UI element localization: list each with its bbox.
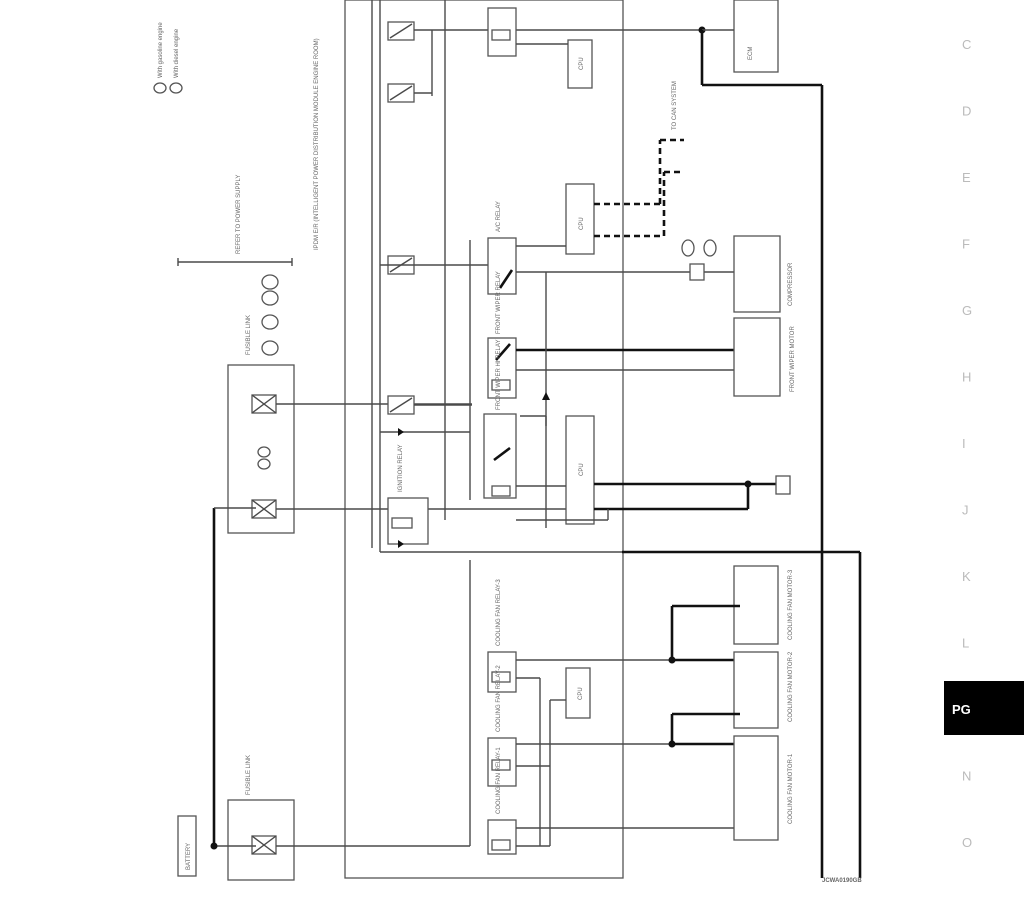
cpu-box-middle [565, 415, 595, 525]
cooling-fan-relays: COOLING FAN RELAY-3 COOLING FAN RELAY-2 … [487, 579, 517, 855]
nav-item-j[interactable]: J [962, 503, 969, 518]
svg-text:CPU: CPU [579, 463, 585, 476]
ignition-relay: IGNITION RELAY [387, 444, 429, 545]
wiper-relay-label: FRONT WIPER RELAY [496, 271, 502, 334]
ac-relay-label: A/C RELAY [496, 201, 502, 232]
nav-item-c[interactable]: C [962, 37, 971, 52]
nav-item-e[interactable]: E [962, 170, 971, 185]
cooling-fan-motor-1-label: COOLING FAN MOTOR-1 [788, 753, 794, 824]
battery: BATTERY [177, 815, 197, 877]
cooling-fan-motors: COOLING FAN MOTOR-3 COOLING FAN MOTOR-2 … [733, 565, 794, 841]
cpu-box-bottom [565, 667, 591, 719]
nav-item-f[interactable]: F [962, 237, 970, 252]
fusible-link-lower-label: FUSIBLE LINK [246, 755, 252, 795]
fusible-link-upper: FUSIBLE LINK [227, 274, 295, 534]
nav-active-background [944, 681, 1024, 735]
cooling-fan-motor-3-label: COOLING FAN MOTOR-3 [788, 569, 794, 640]
front-wiper-relays: FRONT WIPER RELAY FRONT WIPER HI RELAY [483, 271, 517, 499]
compressor-label: COMPRESSOR [788, 262, 794, 306]
to-can-label: TO CAN SYSTEM [672, 81, 678, 130]
legend-item-2: With diesel engine [174, 28, 180, 78]
legend: With gasoline engine With diesel engine [153, 22, 183, 94]
connector-middle [775, 475, 791, 495]
cooling-fan-relay-2-label: COOLING FAN RELAY-2 [496, 665, 502, 732]
nav-item-g[interactable]: G [962, 303, 972, 318]
cooling-fan-relay-1-label: COOLING FAN RELAY-1 [496, 747, 502, 814]
wiper-motor-label: FRONT WIPER MOTOR [790, 326, 796, 392]
svg-text:CPU: CPU [579, 57, 585, 70]
nav-item-n[interactable]: N [962, 769, 971, 784]
cpu-box-top [567, 39, 593, 89]
compressor: COMPRESSOR [681, 235, 794, 313]
nav-item-pg[interactable]: PG [952, 702, 971, 717]
nav-item-h[interactable]: H [962, 370, 971, 385]
nav-item-i[interactable]: I [962, 436, 966, 451]
diagram-code: JCWA0190GB [822, 878, 862, 884]
battery-label: BATTERY [186, 843, 192, 870]
cooling-fan-relay-3-label: COOLING FAN RELAY-3 [496, 579, 502, 646]
cooling-fan-motor-2-label: COOLING FAN MOTOR-2 [788, 651, 794, 722]
nav-item-l[interactable]: L [962, 636, 969, 651]
ecm-top-relay [487, 7, 517, 57]
section-nav[interactable]: C D E F G H I J K L PG N O [944, 37, 1024, 850]
ecm-label: ECM [748, 47, 754, 60]
svg-text:CPU: CPU [579, 217, 585, 230]
fusible-link-lower: FUSIBLE LINK [227, 755, 295, 881]
ecm-box [733, 0, 779, 73]
legend-item-1: With gasoline engine [158, 22, 164, 78]
nav-item-d[interactable]: D [962, 104, 971, 119]
cpu-box-ac [565, 183, 595, 255]
front-wiper-motor: FRONT WIPER MOTOR [733, 317, 796, 397]
fusible-link-upper-label: FUSIBLE LINK [246, 315, 252, 355]
nav-item-k[interactable]: K [962, 569, 971, 584]
ignition-relay-label: IGNITION RELAY [398, 444, 404, 492]
ipdm-label: IPDM E/R (INTELLIGENT POWER DISTRIBUTION… [314, 38, 320, 250]
nav-item-o[interactable]: O [962, 835, 972, 850]
power-supply-reference: REFER TO POWER SUPPLY [177, 175, 293, 266]
power-supply-label: REFER TO POWER SUPPLY [236, 175, 242, 254]
svg-text:CPU: CPU [578, 687, 584, 700]
wiper-hi-relay-label: FRONT WIPER HI RELAY [496, 340, 502, 410]
ac-relay: A/C RELAY [487, 201, 517, 295]
